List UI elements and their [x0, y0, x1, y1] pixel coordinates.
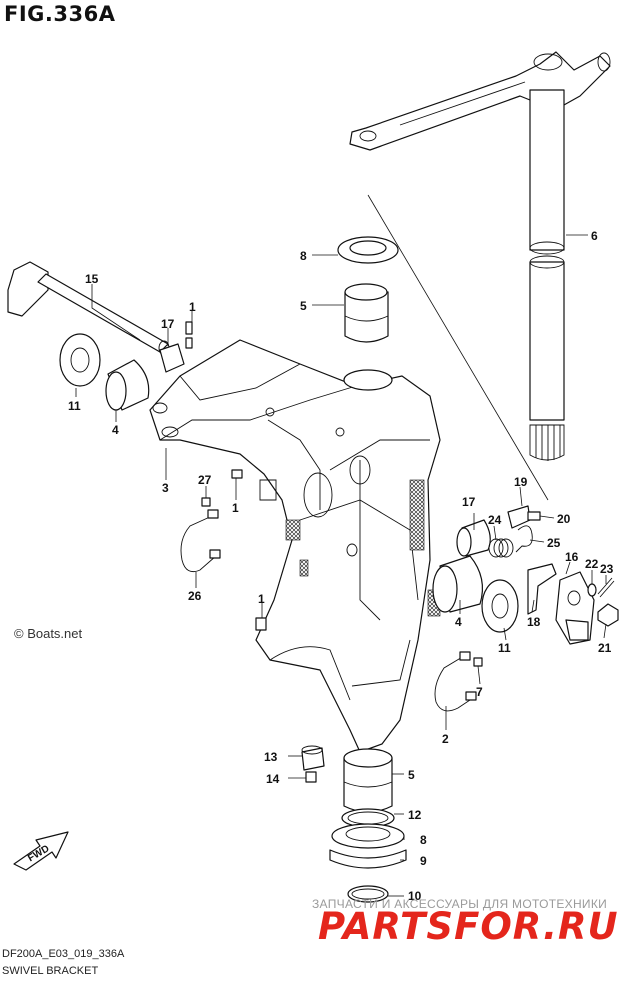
copyright-notice: © Boats.net — [14, 626, 83, 641]
ring-10[interactable] — [347, 885, 389, 903]
callout-3: 3 — [162, 481, 169, 495]
callout-19: 19 — [514, 475, 528, 489]
plate-19[interactable] — [507, 505, 531, 529]
watermark-tagline: ЗАПЧАСТИ И АКСЕССУАРЫ ДЛЯ МОТОТЕХНИКИ — [312, 897, 608, 911]
diagram-code: DF200A_E03_019_336A — [2, 948, 125, 960]
cotter-pin-23[interactable] — [597, 577, 615, 598]
bolt-14[interactable] — [305, 771, 317, 783]
right-tilt-bushing[interactable] — [432, 555, 483, 613]
callout-17-left: 17 — [161, 317, 175, 331]
grease-nipple-mid[interactable] — [231, 469, 243, 479]
callout-21: 21 — [598, 641, 612, 655]
screw-7[interactable] — [473, 657, 483, 667]
figure-title: FIG.336A — [4, 2, 116, 26]
callout-15: 15 — [85, 272, 99, 286]
callout-25: 25 — [547, 536, 561, 550]
callout-16: 16 — [565, 550, 579, 564]
bond-wire-right[interactable] — [434, 651, 477, 712]
watermark-logo: PARTSFOR.RU — [318, 905, 619, 948]
callout-2: 2 — [442, 732, 449, 746]
diagram-name: SWIVEL BRACKET — [2, 965, 99, 977]
fwd-arrow-icon: FWD — [13, 831, 69, 871]
callout-14: 14 — [266, 772, 280, 786]
upper-bushing[interactable] — [344, 283, 389, 343]
spring-25[interactable] — [515, 525, 533, 553]
upper-washer[interactable] — [337, 236, 399, 264]
steering-arm-shaft[interactable] — [349, 51, 611, 461]
callout-26: 26 — [188, 589, 202, 603]
leader-lines — [75, 234, 607, 897]
rubber-mount-13[interactable] — [301, 745, 325, 771]
lower-washer-8[interactable] — [331, 823, 405, 849]
screw-27[interactable] — [201, 497, 211, 507]
callout-13: 13 — [264, 750, 278, 764]
callout-1-top: 1 — [189, 300, 196, 314]
callout-23: 23 — [600, 562, 614, 576]
washer-22[interactable] — [587, 583, 597, 597]
grease-fitting-left[interactable] — [159, 337, 193, 373]
left-thrust-washer[interactable] — [59, 333, 101, 387]
left-tilt-bushing[interactable] — [105, 359, 150, 411]
callout-17-right: 17 — [462, 495, 476, 509]
washer-9[interactable] — [329, 849, 407, 869]
callout-4-left: 4 — [112, 423, 119, 437]
callout-18: 18 — [527, 615, 541, 629]
callout-24: 24 — [488, 513, 502, 527]
callout-20: 20 — [557, 512, 571, 526]
tilt-tube[interactable] — [7, 261, 170, 356]
lower-bushing[interactable] — [343, 748, 393, 813]
callout-7: 7 — [476, 685, 483, 699]
callout-8-bottom: 8 — [420, 833, 427, 847]
spring-24[interactable] — [488, 538, 514, 558]
right-thrust-washer[interactable] — [481, 579, 519, 633]
callout-11-right: 11 — [498, 641, 511, 655]
callout-8-top: 8 — [300, 249, 307, 263]
grease-nipple-top[interactable] — [185, 321, 193, 335]
tilt-lock-lever[interactable] — [527, 563, 595, 645]
callout-1-low: 1 — [258, 592, 265, 606]
bolt-20[interactable] — [527, 511, 541, 521]
grease-nipple-low[interactable] — [255, 617, 267, 631]
bond-wire-left[interactable] — [180, 509, 221, 573]
callout-1-mid: 1 — [232, 501, 239, 515]
callout-22: 22 — [585, 557, 599, 571]
nut-21[interactable] — [597, 603, 619, 627]
callout-9: 9 — [420, 854, 427, 868]
callout-27: 27 — [198, 473, 212, 487]
callout-6: 6 — [591, 229, 598, 243]
callout-11-left: 11 — [68, 399, 81, 413]
callout-12: 12 — [408, 808, 422, 822]
callout-5-bottom: 5 — [408, 768, 415, 782]
callout-5-top: 5 — [300, 299, 307, 313]
callout-numbers: 15 1 17 11 4 3 27 1 26 1 8 5 6 19 20 17 … — [68, 229, 614, 903]
callout-4-right: 4 — [455, 615, 462, 629]
swivel-bracket-body[interactable] — [149, 339, 441, 753]
right-grease-collar[interactable] — [456, 519, 491, 557]
callout-10: 10 — [408, 889, 422, 903]
